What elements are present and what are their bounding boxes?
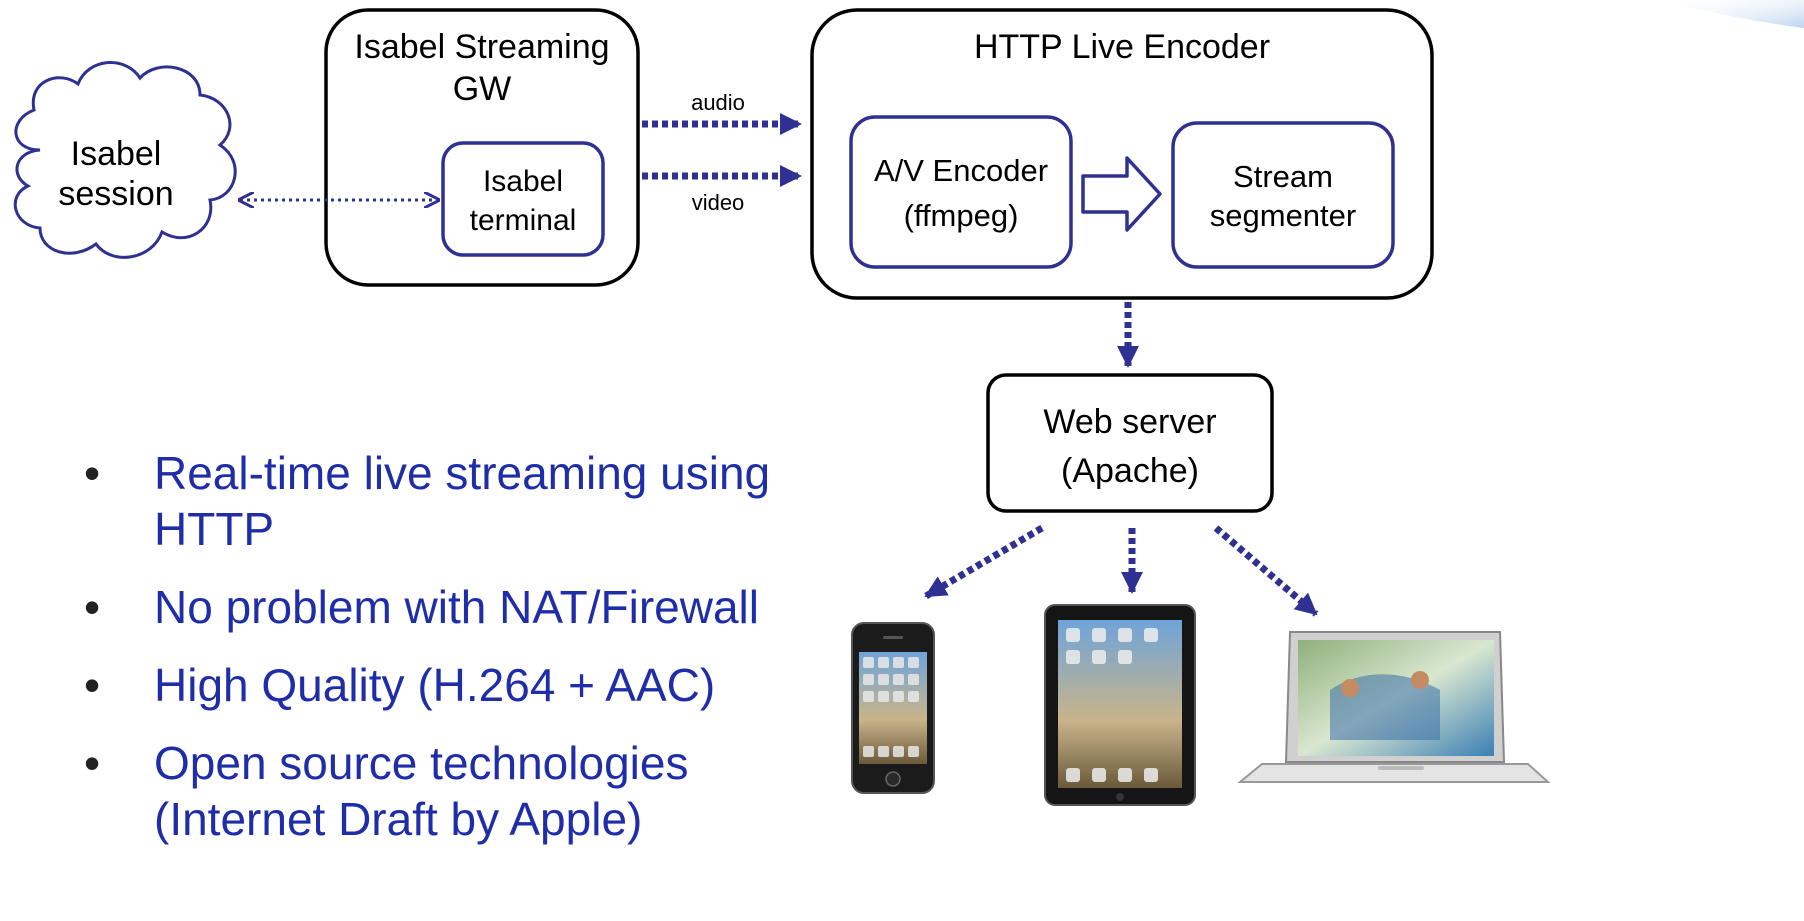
laptop-icon <box>1237 631 1551 783</box>
webserver-iphone-arrow <box>924 524 1044 600</box>
stream-segmenter-box <box>1171 121 1395 269</box>
cloud-label-line1: Isabel <box>71 135 162 173</box>
webserver-laptop-arrow <box>1213 525 1319 617</box>
corner-decoration <box>1660 0 1804 28</box>
terminal-label-line1: Isabel <box>483 165 563 198</box>
gateway-title-line1: Isabel Streaming <box>354 28 609 66</box>
flow-block-arrow <box>1081 156 1162 232</box>
bullet-marker: • <box>84 581 101 633</box>
webserver-line1: Web server <box>1043 403 1216 441</box>
bullet-text: High Quality (H.264 + AAC) <box>154 659 716 711</box>
ipad-icon <box>1044 604 1196 806</box>
bullet-text-continued: HTTP <box>154 503 275 555</box>
terminal-label-line2: terminal <box>470 204 577 237</box>
cloud-label-line2: session <box>58 175 173 213</box>
av-encoder-box <box>849 115 1073 269</box>
segmenter-line2: segmenter <box>1210 198 1356 233</box>
bullet-text: Real-time live streaming using <box>154 447 771 499</box>
bullet-text-continued: (Internet Draft by Apple) <box>154 793 643 845</box>
bullet-marker: • <box>84 659 101 711</box>
feature-bullet-list: • Real-time live streaming using HTTP • … <box>84 445 844 869</box>
webserver-line2: (Apache) <box>1061 452 1199 490</box>
segmenter-line1: Stream <box>1233 159 1333 194</box>
av-encoder-line2: (ffmpeg) <box>904 198 1019 233</box>
bullet-text: Open source technologies <box>154 737 689 789</box>
bullet-marker: • <box>84 737 101 789</box>
http-live-encoder-box: HTTP Live Encoder A/V Encoder (ffmpeg) S… <box>810 8 1434 300</box>
av-encoder-line1: A/V Encoder <box>874 153 1048 188</box>
encoder-title: HTTP Live Encoder <box>974 28 1270 66</box>
audio-label: audio <box>691 90 745 115</box>
bullet-text: No problem with NAT/Firewall <box>154 581 759 633</box>
streaming-gateway-box: Isabel Streaming GW Isabel terminal <box>324 8 640 287</box>
isabel-session-cloud: Isabel session <box>13 61 237 259</box>
bullet-marker: • <box>84 447 101 499</box>
bullet-item: • No problem with NAT/Firewall <box>84 579 844 635</box>
bullet-item: • Open source technologies (Internet Dra… <box>84 735 844 847</box>
gateway-title-line2: GW <box>453 70 512 108</box>
web-server-box: Web server (Apache) <box>986 373 1274 513</box>
isabel-terminal-box <box>441 141 605 257</box>
bullet-item: • High Quality (H.264 + AAC) <box>84 657 844 713</box>
bullet-item: • Real-time live streaming using HTTP <box>84 445 844 557</box>
iphone-icon <box>851 622 935 794</box>
video-label: video <box>692 190 745 215</box>
